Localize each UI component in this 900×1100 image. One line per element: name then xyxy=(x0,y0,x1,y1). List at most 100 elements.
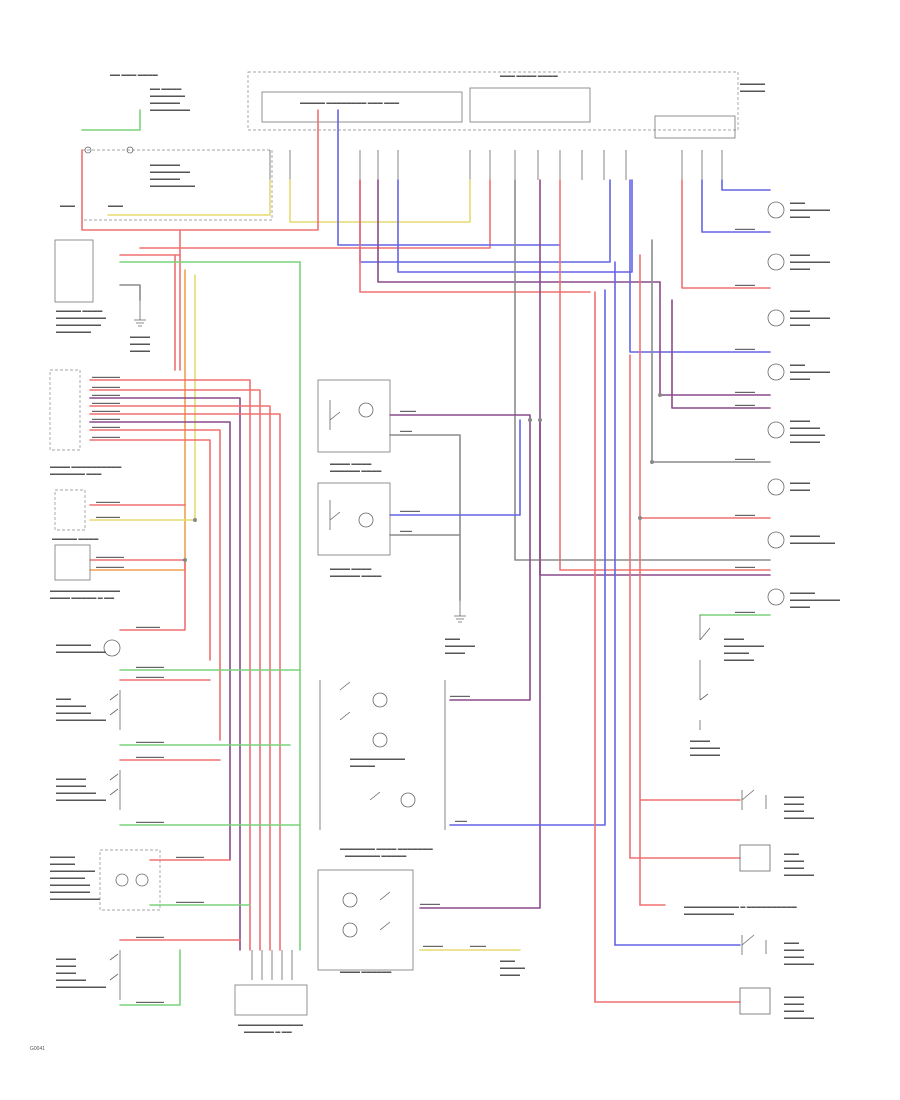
svg-text:▬▬▬▬▬▬▬▬▬▬▬: ▬▬▬▬▬▬▬▬▬▬▬ xyxy=(350,756,405,762)
svg-text:▬▬▬▬▬ ▬▬▬▬: ▬▬▬▬▬ ▬▬▬▬ xyxy=(56,308,102,314)
svg-text:▬▬▬▬ ▬▬▬▬▬ ▬ ▬▬: ▬▬▬▬ ▬▬▬▬▬ ▬ ▬▬ xyxy=(50,595,114,601)
svg-text:▬▬▬▬▬▬: ▬▬▬▬▬▬ xyxy=(150,100,180,106)
svg-text:▬▬▬▬▬▬▬: ▬▬▬▬▬▬▬ xyxy=(56,642,91,648)
svg-text:▬▬▬▬▬: ▬▬▬▬▬ xyxy=(735,346,755,351)
svg-text:▬▬▬▬▬▬: ▬▬▬▬▬▬ xyxy=(96,499,120,504)
svg-text:▬▬▬ ▬▬▬▬ ▬▬▬▬: ▬▬▬ ▬▬▬▬ ▬▬▬▬ xyxy=(500,73,558,79)
svg-text:▬▬▬: ▬▬▬ xyxy=(784,940,799,946)
svg-text:▬▬▬▬▬▬▬ ▬▬▬▬▬: ▬▬▬▬▬▬▬ ▬▬▬▬▬ xyxy=(345,853,406,859)
svg-text:▬▬▬▬▬▬▬: ▬▬▬▬▬▬▬ xyxy=(50,875,85,881)
svg-text:▬▬▬▬▬: ▬▬▬▬▬ xyxy=(423,943,443,948)
svg-text:▬▬▬: ▬▬▬ xyxy=(56,696,71,702)
svg-text:▬▬▬▬: ▬▬▬▬ xyxy=(790,604,810,610)
svg-text:▬▬▬: ▬▬▬ xyxy=(400,528,412,533)
svg-text:▬▬▬: ▬▬▬ xyxy=(790,362,805,368)
svg-text:▬▬▬▬: ▬▬▬▬ xyxy=(790,322,810,328)
svg-text:▬▬▬▬: ▬▬▬▬ xyxy=(790,376,810,382)
svg-text:▬▬▬▬: ▬▬▬▬ xyxy=(56,970,76,976)
svg-text:▬▬▬▬▬ ▬▬▬▬: ▬▬▬▬▬ ▬▬▬▬ xyxy=(52,536,98,542)
svg-text:▬▬▬▬▬▬▬▬▬: ▬▬▬▬▬▬▬▬▬ xyxy=(790,540,835,546)
door-switches: ▬▬▬▬▬▬▬▬▬▬▬▬▬▬▬▬▬▬ ▬▬▬▬▬▬▬▬▬▬▬▬▬▬▬▬▬ ▬▬▬… xyxy=(684,789,814,1021)
svg-text:▬▬▬▬▬▬▬▬: ▬▬▬▬▬▬▬▬ xyxy=(790,369,830,375)
svg-text:▬▬▬▬▬▬: ▬▬▬▬▬▬ xyxy=(790,439,820,445)
svg-text:▬▬ ▬▬▬▬: ▬▬ ▬▬▬▬ xyxy=(150,86,181,92)
svg-text:▬▬▬▬: ▬▬▬▬ xyxy=(784,858,804,864)
svg-text:▬▬▬▬▬▬▬▬: ▬▬▬▬▬▬▬▬ xyxy=(50,889,90,895)
svg-text:▬▬▬▬▬: ▬▬▬▬▬ xyxy=(735,564,755,569)
svg-text:▬▬▬▬: ▬▬▬▬ xyxy=(784,865,804,871)
svg-text:▬▬▬▬: ▬▬▬▬ xyxy=(784,801,804,807)
svg-text:▬▬▬▬▬▬ ▬▬▬▬: ▬▬▬▬▬▬ ▬▬▬▬ xyxy=(330,468,381,474)
svg-text:▬▬▬▬▬: ▬▬▬▬▬ xyxy=(724,650,749,656)
svg-text:▬▬▬▬▬▬: ▬▬▬▬▬▬ xyxy=(790,533,820,539)
svg-text:▬▬▬▬▬: ▬▬▬▬▬ xyxy=(400,508,420,513)
svg-text:▬▬▬▬▬▬▬▬: ▬▬▬▬▬▬▬▬ xyxy=(56,790,96,796)
svg-text:▬▬▬▬▬▬: ▬▬▬▬▬▬ xyxy=(724,657,754,663)
svg-text:▬▬▬▬: ▬▬▬▬ xyxy=(400,408,416,413)
svg-text:▬▬▬▬▬: ▬▬▬▬▬ xyxy=(735,389,755,394)
svg-text:▬▬▬▬▬ ▬▬▬▬▬▬▬▬ ▬▬▬ ▬▬▬: ▬▬▬▬▬ ▬▬▬▬▬▬▬▬ ▬▬▬ ▬▬▬ xyxy=(300,100,399,106)
svg-text:▬▬▬▬▬▬▬: ▬▬▬▬▬▬▬ xyxy=(92,434,120,439)
svg-text:▬▬▬▬▬▬▬▬▬▬: ▬▬▬▬▬▬▬▬▬▬ xyxy=(56,315,106,321)
svg-text:▬▬▬▬▬: ▬▬▬▬▬ xyxy=(500,965,525,971)
svg-text:▬▬▬: ▬▬▬ xyxy=(108,203,123,209)
battery-power-feed: ▬▬ ▬▬▬ ▬▬▬▬ ▬▬ ▬▬▬▬ ▬▬▬▬▬▬▬ ▬▬▬▬▬▬ ▬▬▬▬▬… xyxy=(60,72,273,221)
svg-text:▬▬▬▬▬▬▬: ▬▬▬▬▬▬▬ xyxy=(92,374,120,379)
svg-text:▬▬▬▬▬▬: ▬▬▬▬▬▬ xyxy=(150,162,180,168)
fuse-junction-block: ▬▬▬ ▬▬▬▬ ▬▬▬▬ ▬▬▬▬▬ ▬▬▬▬▬▬▬▬ ▬▬▬ ▬▬▬ ▬▬▬… xyxy=(247,71,765,139)
svg-text:▬▬▬▬▬▬▬: ▬▬▬▬▬▬▬ xyxy=(136,664,164,669)
svg-text:▬▬▬▬: ▬▬▬▬ xyxy=(690,738,710,744)
svg-text:▬▬▬▬▬▬▬▬: ▬▬▬▬▬▬▬▬ xyxy=(790,259,830,265)
svg-text:▬▬▬▬: ▬▬▬▬ xyxy=(784,1008,804,1014)
svg-text:▬▬▬▬▬: ▬▬▬▬▬ xyxy=(735,609,755,614)
bottom-connector: ▬▬▬▬▬▬▬▬▬▬▬▬▬▬▬▬▬▬▬ ▬ ▬▬ xyxy=(234,950,308,1035)
svg-text:▬▬▬▬▬▬: ▬▬▬▬▬▬ xyxy=(56,776,86,782)
svg-text:▬▬▬▬▬: ▬▬▬▬▬ xyxy=(50,854,75,860)
svg-text:▬▬▬▬▬▬▬: ▬▬▬▬▬▬▬ xyxy=(96,564,124,569)
splice-points xyxy=(183,393,662,562)
svg-text:▬▬▬▬: ▬▬▬▬ xyxy=(130,334,150,340)
svg-text:▬▬▬▬▬▬: ▬▬▬▬▬▬ xyxy=(784,1015,814,1021)
svg-text:▬▬▬▬▬▬▬▬▬▬▬ ▬ ▬▬▬▬▬▬▬▬▬▬: ▬▬▬▬▬▬▬▬▬▬▬ ▬ ▬▬▬▬▬▬▬▬▬▬ xyxy=(684,904,797,910)
svg-text:▬▬▬▬▬▬▬: ▬▬▬▬▬▬▬ xyxy=(790,432,825,438)
svg-text:▬▬▬▬▬: ▬▬▬▬▬ xyxy=(740,88,765,94)
svg-text:▬▬▬▬: ▬▬▬▬ xyxy=(500,972,520,978)
svg-text:▬▬▬▬▬▬▬: ▬▬▬▬▬▬▬ xyxy=(150,93,185,99)
svg-text:▬▬▬▬▬▬▬▬▬▬▬▬▬▬: ▬▬▬▬▬▬▬▬▬▬▬▬▬▬ xyxy=(50,588,120,594)
svg-text:▬▬▬▬▬▬: ▬▬▬▬▬▬ xyxy=(150,176,180,182)
svg-text:▬▬▬▬: ▬▬▬▬ xyxy=(445,650,465,656)
svg-text:▬▬▬▬▬▬▬: ▬▬▬▬▬▬▬ xyxy=(136,674,164,679)
svg-text:▬▬▬▬▬▬: ▬▬▬▬▬▬ xyxy=(56,977,86,983)
svg-text:▬▬▬▬: ▬▬▬▬ xyxy=(784,808,804,814)
svg-text:▬▬▬▬▬▬: ▬▬▬▬▬▬ xyxy=(445,643,475,649)
svg-text:▬▬▬▬▬: ▬▬▬▬▬ xyxy=(735,282,755,287)
svg-text:▬▬▬▬▬▬▬: ▬▬▬▬▬▬▬ xyxy=(136,739,164,744)
svg-text:▬▬▬▬▬▬▬▬▬: ▬▬▬▬▬▬▬▬▬ xyxy=(50,868,95,874)
svg-text:▬▬▬▬▬: ▬▬▬▬▬ xyxy=(420,901,440,906)
svg-text:▬▬▬: ▬▬▬ xyxy=(445,636,460,642)
svg-text:▬▬▬▬▬▬▬ ▬▬▬: ▬▬▬▬▬▬▬ ▬▬▬ xyxy=(50,471,101,477)
svg-text:▬▬▬▬▬▬▬: ▬▬▬▬▬▬▬ xyxy=(92,392,120,397)
svg-text:▬▬▬▬▬▬ ▬ ▬▬: ▬▬▬▬▬▬ ▬ ▬▬ xyxy=(244,1029,292,1035)
svg-text:▬▬▬▬▬: ▬▬▬▬▬ xyxy=(350,763,375,769)
svg-text:▬▬▬▬▬▬▬▬: ▬▬▬▬▬▬▬▬ xyxy=(50,882,90,888)
svg-text:▬▬▬▬▬: ▬▬▬▬▬ xyxy=(790,590,815,596)
svg-text:▬▬▬▬▬▬▬▬▬▬: ▬▬▬▬▬▬▬▬▬▬ xyxy=(684,911,734,917)
svg-text:▬▬▬▬▬▬▬▬: ▬▬▬▬▬▬▬▬ xyxy=(724,643,764,649)
svg-text:▬▬▬▬▬▬▬▬▬▬: ▬▬▬▬▬▬▬▬▬▬ xyxy=(56,797,106,803)
svg-text:▬▬▬▬▬: ▬▬▬▬▬ xyxy=(740,81,765,87)
svg-text:▬▬▬: ▬▬▬ xyxy=(500,958,515,964)
svg-text:▬▬▬▬▬▬: ▬▬▬▬▬▬ xyxy=(784,872,814,878)
diagram-id: G0041 xyxy=(30,1046,45,1052)
svg-text:▬▬▬▬▬▬: ▬▬▬▬▬▬ xyxy=(690,745,720,751)
svg-text:▬▬▬▬: ▬▬▬▬ xyxy=(56,956,76,962)
svg-text:▬▬▬▬▬▬▬: ▬▬▬▬▬▬▬ xyxy=(176,854,204,859)
svg-text:▬▬▬▬▬▬: ▬▬▬▬▬▬ xyxy=(784,961,814,967)
trunk-switch: ▬▬▬▬▬▬▬▬▬▬▬▬ ▬▬▬▬▬▬▬▬▬▬▬ ▬▬▬▬▬▬▬▬▬▬▬▬▬▬▬… xyxy=(690,615,764,758)
svg-text:▬▬▬▬▬▬▬ ▬▬▬▬ ▬▬▬▬▬▬▬: ▬▬▬▬▬▬▬ ▬▬▬▬ ▬▬▬▬▬▬▬ xyxy=(340,846,433,852)
svg-text:▬▬▬▬▬: ▬▬▬▬▬ xyxy=(450,693,470,698)
svg-text:▬▬▬: ▬▬▬ xyxy=(455,818,467,823)
svg-text:▬▬▬▬▬▬▬: ▬▬▬▬▬▬▬ xyxy=(56,710,91,716)
svg-text:▬▬▬: ▬▬▬ xyxy=(400,428,412,433)
